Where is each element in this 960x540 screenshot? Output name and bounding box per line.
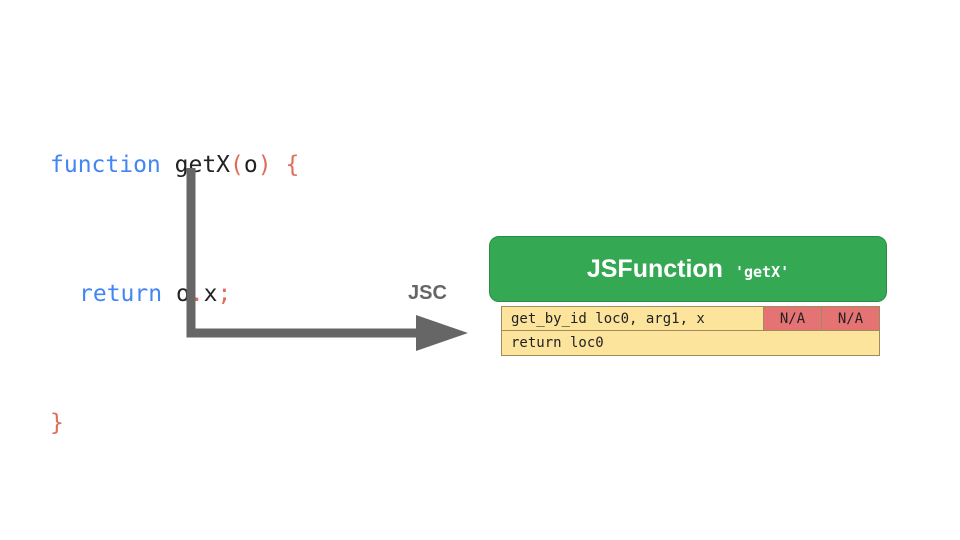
code-line-2: return o.x; [50, 273, 299, 316]
param-name: o [243, 152, 258, 178]
object-name: o [175, 281, 190, 307]
open-paren: ( [230, 152, 244, 178]
function-name: getX [174, 152, 231, 178]
function-keyword: function [50, 152, 161, 178]
code-line-1: function getX(o) { [50, 144, 299, 187]
open-brace: { [285, 152, 300, 178]
source-code: function getX(o) { return o.x; } [50, 58, 299, 488]
close-brace: } [50, 410, 64, 436]
semicolon: ; [217, 281, 232, 307]
code-line-3: } [50, 402, 299, 445]
arrow-line [186, 168, 420, 338]
bytecode-op: get_by_id loc0, arg1, x [501, 306, 764, 331]
metadata-slot: N/A [822, 306, 880, 331]
bytecode-table: get_by_id loc0, arg1, x N/A N/A return l… [501, 306, 880, 356]
jsfunction-name: 'getX' [734, 263, 790, 281]
jsfunction-box: JSFunction 'getX' [489, 236, 887, 302]
metadata-slot: N/A [764, 306, 822, 331]
bytecode-row: return loc0 [501, 331, 880, 356]
arrow-head-icon [416, 315, 468, 351]
close-paren: ) [257, 152, 272, 178]
compiler-label: JSC [408, 282, 447, 304]
return-keyword: return [79, 281, 163, 307]
jsfunction-title: JSFunction [586, 254, 723, 283]
property-name: x [203, 281, 218, 307]
bytecode-op: return loc0 [501, 331, 880, 356]
bytecode-row: get_by_id loc0, arg1, x N/A N/A [501, 306, 880, 331]
